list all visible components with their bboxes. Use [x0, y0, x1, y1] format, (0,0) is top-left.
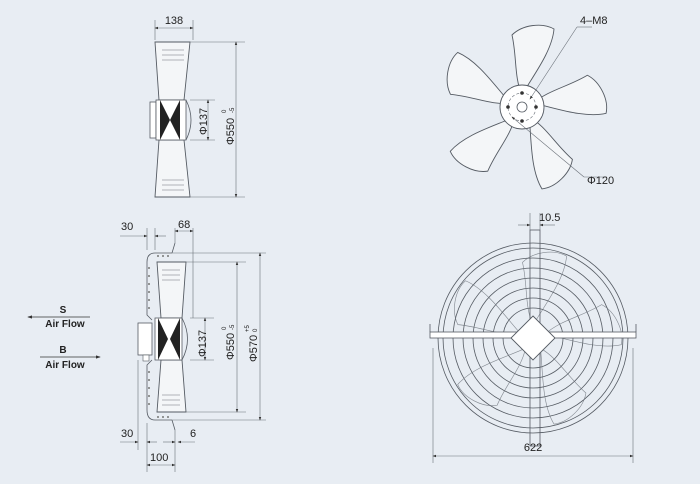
dim-depth-138: 138 [165, 15, 183, 27]
upper-blade [154, 41, 191, 101]
tol-lower: -5 [230, 324, 236, 330]
tol-upper: +5 [245, 324, 251, 332]
front-view-impeller: 4–M8 Φ120 [440, 15, 614, 193]
tol-lower: -5 [230, 107, 236, 113]
dim-bar-width: 10.5 [539, 212, 560, 224]
side-view-bottom: 30 68 Φ137 Φ550 0 -5 Φ570 +5 0 30 6 100 [120, 219, 266, 472]
dim-hub-diameter-bottom: Φ137 [197, 330, 209, 357]
side-view-top: 138 Φ137 Φ550 0 -5 [149, 15, 245, 198]
front-view-guard: 10.5 622 [429, 212, 637, 463]
dim-guard-offset-bottom: 30 [121, 428, 133, 440]
dim-bottom-depth: 100 [150, 452, 168, 464]
airflow-b-text: Air Flow [45, 360, 85, 371]
dim-overall-width: 622 [524, 442, 542, 454]
airflow-legend: S Air Flow B Air Flow [27, 305, 101, 371]
airflow-s-text: Air Flow [45, 319, 85, 330]
airflow-b-label: B [59, 345, 66, 356]
hub [499, 84, 545, 130]
dim-blade-diameter-bottom: Φ550 [225, 333, 237, 360]
tol-upper: 0 [222, 109, 228, 113]
dim-hub-diameter: Φ137 [198, 108, 210, 135]
dim-flange-thickness: 6 [190, 428, 196, 440]
dim-blade-diameter: Φ550 [225, 118, 237, 145]
tol-lower: 0 [253, 328, 259, 332]
dim-guard-offset-top: 30 [121, 221, 133, 233]
bolt-circle-label: Φ120 [587, 175, 614, 187]
dim-guard-diameter: Φ570 [248, 335, 260, 362]
dim-top-depth: 68 [178, 219, 190, 231]
lower-blade [154, 139, 191, 198]
mounting-holes-label: 4–M8 [580, 15, 608, 27]
airflow-s-label: S [60, 305, 67, 316]
tol-upper: 0 [222, 326, 228, 330]
